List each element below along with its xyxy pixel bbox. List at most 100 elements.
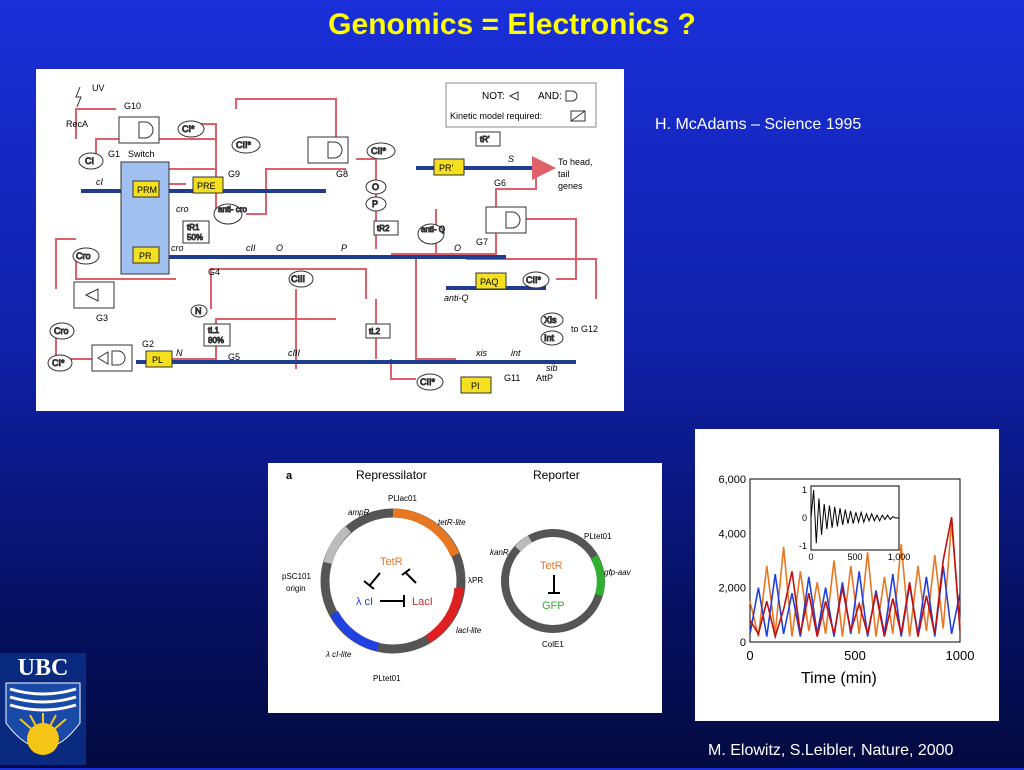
citation-elowitz: M. Elowitz, S.Leibler, Nature, 2000 [708,742,954,759]
svg-text:tL1: tL1 [208,326,220,335]
svg-text:O: O [276,243,283,253]
svg-text:λPR: λPR [468,576,483,585]
ubc-logo: UBC [0,653,86,765]
node-o: O [372,182,379,192]
node-n: N [195,306,202,316]
svg-text:kanR: kanR [490,548,509,557]
reporter-labels: kanR PLtet01 gfp-aav ColE1 [490,532,632,649]
svg-text:O: O [454,243,461,253]
legend-and: AND: [538,91,562,102]
node-antiq: anti- Q [421,225,445,234]
svg-text:sib: sib [546,363,558,373]
svg-text:N: N [176,348,183,358]
node-cii-star-4: CII* [420,377,436,387]
gate-legend: NOT: AND: Kinetic model required: [445,82,597,128]
node-cii-star: CII* [236,140,252,150]
node-cro-2: Cro [54,326,69,336]
svg-text:cI: cI [96,177,104,187]
svg-text:G2: G2 [142,339,154,349]
lambda-circuit-panel: NOT: AND: Kinetic model required: [36,69,624,411]
legend-kinetic: Kinetic model required: [450,111,542,121]
legend-not: NOT: [482,91,505,102]
node-ci-star-2: CI* [52,358,65,368]
svg-text:λ cI-lite: λ cI-lite [325,650,352,659]
svg-text:ColE1: ColE1 [542,640,564,649]
inset-y-tick: 0 [802,513,807,523]
svg-text:AttP: AttP [536,373,553,383]
node-cii-star-2: CII* [371,146,387,156]
node-ciii: CIII [291,274,305,284]
svg-text:G10: G10 [124,101,141,111]
repressilator-plasmids: a Repressilator Reporter ampR PLlac01 te… [282,468,632,683]
protein-lambda-ci: λ cI [356,596,373,608]
svg-text:G5: G5 [228,352,240,362]
svg-text:tL2: tL2 [369,327,381,336]
svg-text:tail: tail [558,169,570,179]
node-ci-star: CI* [182,124,195,134]
inset-y-tick: -1 [799,541,807,551]
protein-nodes: CI CI* CII* CII* Cro anti- cro O P anti-… [47,120,564,391]
tetr-gene-arc [392,508,460,557]
inset-y-tick: 1 [802,485,807,495]
repressilator-panel: a Repressilator Reporter ampR PLlac01 te… [268,463,662,713]
svg-text:genes: genes [558,181,583,191]
svg-text:ampR: ampR [348,508,370,517]
uv-bolt-icon [75,86,82,108]
svg-text:PLtet01: PLtet01 [584,532,612,541]
laci-gene-arc [425,587,464,643]
y-tick-label: 4,000 [718,528,746,540]
svg-text:int: int [511,348,521,358]
svg-text:cIII: cIII [288,348,301,358]
svg-text:G4: G4 [208,267,220,277]
reporter-title: Reporter [533,468,580,482]
series-line-2 [749,516,961,640]
svg-text:tetR-lite: tetR-lite [438,518,466,527]
promoter-paq: PAQ [480,277,498,287]
inset-x-tick: 500 [847,552,862,562]
svg-text:tR2: tR2 [377,224,390,233]
promoters: PRM PRE PR PL PR' PAQ PI [132,158,507,394]
protein-tetr-reporter: TetR [540,560,563,572]
protein-tetr: TetR [380,556,403,568]
series-line-1 [749,565,961,637]
uv-label: UV [92,83,105,93]
repression-arrows [363,568,417,607]
svg-text:G11: G11 [504,373,520,383]
svg-text:G7: G7 [476,237,488,247]
promoter-pr2: PR' [439,163,454,173]
promoter-prm: PRM [137,185,157,195]
switch-label: Switch [128,149,155,159]
reca-label: RecA [66,119,88,129]
svg-text:G9: G9 [228,169,240,179]
inset-x-tick: 1,000 [888,552,911,562]
svg-text:cro: cro [176,204,189,214]
protein-laci: LacI [412,596,433,608]
svg-text:origin: origin [286,584,306,593]
logic-gates [73,116,527,372]
node-xis: Xis [544,315,557,325]
svg-text:gfp-aav: gfp-aav [604,568,632,577]
promoter-pre: PRE [197,181,216,191]
ci-gene-arc [330,610,380,652]
svg-text:80%: 80% [208,336,224,345]
svg-text:G8: G8 [336,169,348,179]
svg-text:PLlac01: PLlac01 [388,494,417,503]
origin-arc [323,525,352,565]
node-int: Int [544,333,555,343]
x-axis-label: Time (min) [801,670,877,687]
gate-g1: G1 [108,149,120,159]
y-tick-label: 0 [740,637,746,649]
svg-text:lacI-lite: lacI-lite [456,626,482,635]
node-anticro: anti- cro [218,205,247,214]
node-cii-star-3: CII* [526,275,542,285]
svg-text:G6: G6 [494,178,506,188]
svg-text:pSC101: pSC101 [282,572,311,581]
svg-text:PLtet01: PLtet01 [373,674,401,683]
inset-series-line [810,489,899,544]
slide-title: Genomics = Electronics ? [328,8,696,41]
promoter-pr: PR [139,251,152,261]
svg-text:P: P [341,243,347,253]
